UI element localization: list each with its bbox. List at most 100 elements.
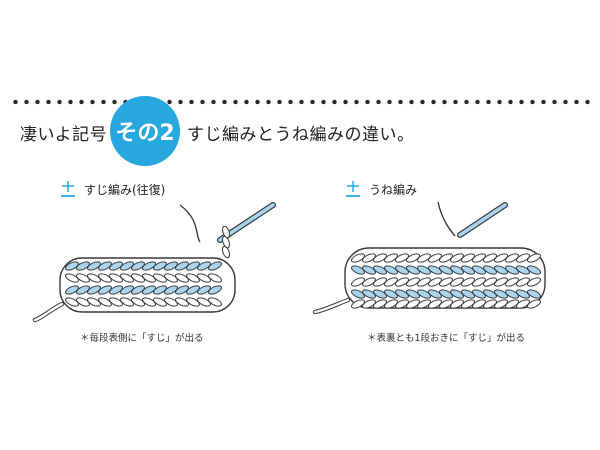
stitch-loop	[65, 297, 79, 307]
stitch-loop	[428, 265, 442, 275]
stitch-loop	[406, 289, 420, 299]
stitch-loop	[395, 265, 409, 275]
stitch-loop	[516, 299, 530, 309]
stitch-loop	[384, 253, 398, 263]
stitch-loop	[164, 297, 178, 307]
stitch-loop	[461, 253, 475, 263]
stitch-loop	[208, 261, 222, 271]
stitch-loop	[120, 297, 134, 307]
stitch-loop	[472, 265, 486, 275]
stitch-loop	[516, 289, 530, 299]
une-swatch-illustration	[312, 201, 546, 315]
stitch-loop	[153, 261, 167, 271]
stitch-loop	[142, 297, 156, 307]
stitch-loop	[164, 273, 178, 283]
stitch-loop	[461, 299, 475, 309]
stitch-loop	[65, 273, 79, 283]
stitch-loop	[494, 253, 508, 263]
stitch-loop	[527, 289, 541, 299]
stitch-loop	[417, 289, 431, 299]
stitch-loop	[175, 261, 189, 271]
stitch-loop	[494, 289, 508, 299]
stitch-loop	[395, 277, 409, 287]
title-left-text: 凄いよ記号	[20, 125, 108, 145]
stitch-loop	[120, 273, 134, 283]
stitch-loop	[439, 299, 453, 309]
stitch-loop	[109, 285, 123, 295]
stitch-loop	[98, 285, 112, 295]
stitch-loop	[87, 285, 101, 295]
stitch-loop	[406, 253, 420, 263]
stitch-loop	[351, 253, 365, 263]
stitch-loop	[87, 297, 101, 307]
stitch-loop	[197, 297, 211, 307]
stitch-loop	[222, 245, 230, 259]
stitch-loop	[362, 253, 376, 263]
stitch-loop	[131, 297, 145, 307]
stitch-loop	[153, 297, 167, 307]
stitch-loop	[351, 265, 365, 275]
stitch-loop	[65, 285, 79, 295]
stitch-loop	[472, 289, 486, 299]
working-yarn	[179, 204, 201, 243]
stitch-loop	[428, 299, 442, 309]
crochet-hook	[458, 203, 507, 237]
stitch-loop	[153, 273, 167, 283]
stitch-loop	[417, 253, 431, 263]
stitch-loop	[76, 285, 90, 295]
stitch-loop	[505, 299, 519, 309]
stitch-loop	[87, 261, 101, 271]
stitch-loop	[373, 299, 387, 309]
stitch-loop	[450, 299, 464, 309]
stitch-loop	[395, 289, 409, 299]
turning-column	[222, 225, 230, 259]
stitch-loop	[142, 273, 156, 283]
stitch-rows	[65, 261, 222, 307]
stitch-loop	[494, 265, 508, 275]
stitch-loop	[186, 261, 200, 271]
stitch-loop	[87, 273, 101, 283]
stitch-loop	[76, 261, 90, 271]
stitch-loop	[362, 265, 376, 275]
stitch-loop	[76, 297, 90, 307]
stitch-loop	[439, 277, 453, 287]
stitch-loop	[450, 265, 464, 275]
stitch-loop	[351, 289, 365, 299]
stitch-loop	[186, 285, 200, 295]
stitch-loop	[395, 253, 409, 263]
stitch-loop	[65, 261, 79, 271]
stitch-loop	[76, 273, 90, 283]
stitch-loop	[406, 299, 420, 309]
stitch-loop	[222, 235, 230, 249]
stitch-loop	[483, 253, 497, 263]
stitch-loop	[483, 289, 497, 299]
stitch-loop	[186, 273, 200, 283]
stitch-loop	[373, 277, 387, 287]
stitch-loop	[164, 285, 178, 295]
stitch-loop	[98, 273, 112, 283]
stitch-loop	[417, 265, 431, 275]
stitch-loop	[450, 277, 464, 287]
une-stitch-symbol-icon	[346, 181, 360, 197]
stitch-loop	[351, 277, 365, 287]
stitch-loop	[120, 285, 134, 295]
stitch-loop	[461, 289, 475, 299]
stitch-loop	[428, 253, 442, 263]
stitch-loop	[373, 265, 387, 275]
stitch-loop	[483, 299, 497, 309]
stitch-loop	[505, 277, 519, 287]
stitch-loop	[373, 289, 387, 299]
stitch-loop	[450, 289, 464, 299]
stitch-loop	[461, 265, 475, 275]
stitch-loop	[222, 225, 230, 239]
stitch-loop	[373, 253, 387, 263]
title-right-text: すじ編みとうね編みの違い。	[187, 125, 415, 145]
stitch-loop	[384, 289, 398, 299]
stitch-loop	[483, 265, 497, 275]
stitch-loop	[439, 265, 453, 275]
stitch-loop	[175, 273, 189, 283]
stitch-loop	[527, 299, 541, 309]
stitch-loop	[109, 261, 123, 271]
stitch-loop	[505, 289, 519, 299]
suji-label-text: すじ編み(往復)	[84, 182, 166, 197]
